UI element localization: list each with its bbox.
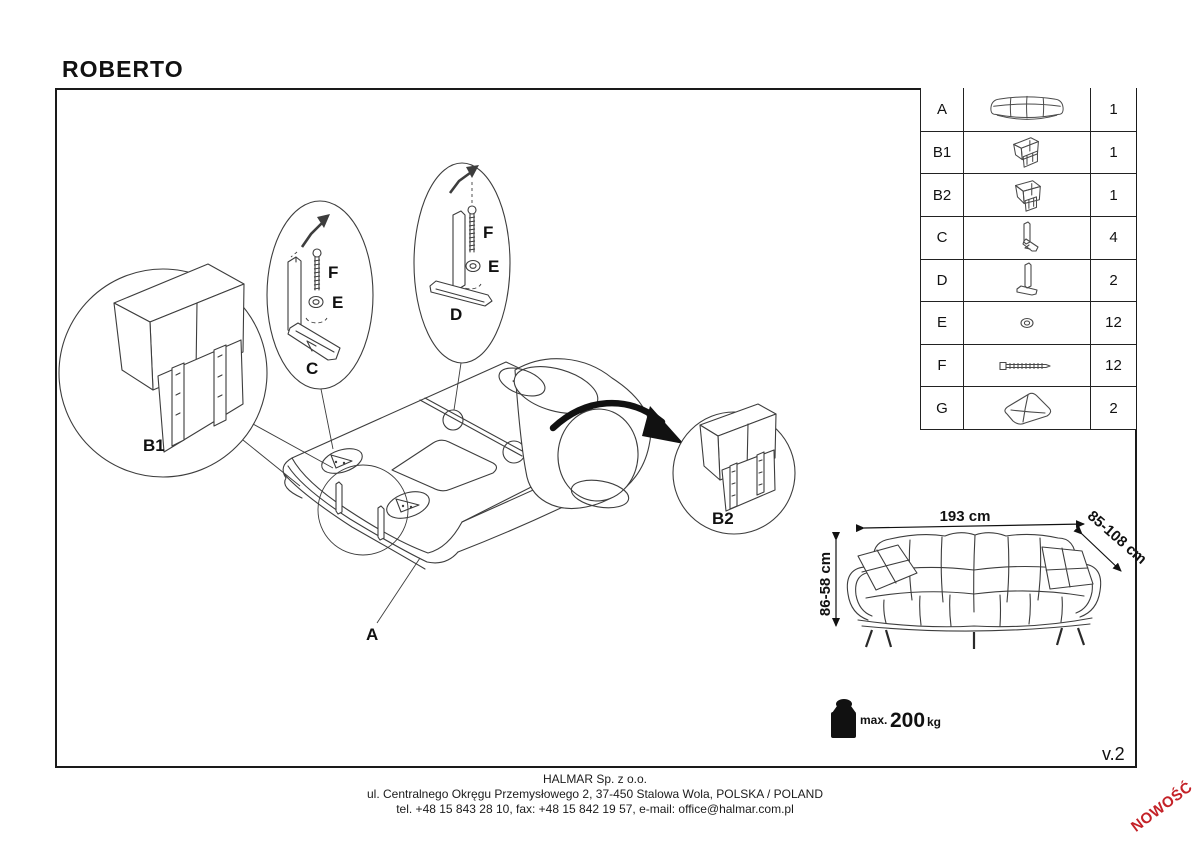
label-f-d: F xyxy=(483,223,493,242)
part-id: B1 xyxy=(921,131,964,174)
part-qty: 1 xyxy=(1109,100,1118,118)
label-a-group: A xyxy=(366,557,421,644)
max-load-label: max. xyxy=(860,713,887,727)
table-row: C 4 xyxy=(921,215,1136,259)
dim-depth: 85-108 cm xyxy=(1084,507,1150,567)
label-e-c: E xyxy=(332,293,343,312)
part-qty: 4 xyxy=(1109,229,1118,247)
part-qty: 1 xyxy=(1109,143,1118,161)
table-row: F 12 xyxy=(921,343,1136,387)
label-d: D xyxy=(450,305,462,324)
callout-b1: B1 xyxy=(58,263,334,487)
backrest-panel-icon xyxy=(964,174,1091,216)
dimension-drawing: 193 cm 86-58 cm 85-108 cm xyxy=(817,507,1150,649)
part-id: D xyxy=(921,259,964,302)
washer-icon xyxy=(964,302,1091,344)
callout-d: F E D xyxy=(413,162,511,411)
table-row: B1 1 xyxy=(921,130,1136,174)
part-qty: 12 xyxy=(1105,314,1122,332)
part-qty: 1 xyxy=(1109,186,1118,204)
label-b2: B2 xyxy=(712,509,734,528)
label-a: A xyxy=(366,625,378,644)
callout-c: F E C xyxy=(266,200,374,450)
part-id: B2 xyxy=(921,174,964,216)
sofa-frame-icon xyxy=(964,88,1091,131)
footer: HALMAR Sp. z o.o. ul. Centralnego Okręgu… xyxy=(0,772,1190,817)
table-row: D 2 xyxy=(921,258,1136,302)
backrest-panel-icon xyxy=(964,131,1091,174)
part-id: F xyxy=(921,344,964,387)
dim-width: 193 cm xyxy=(940,508,991,525)
version-label: v.2 xyxy=(1102,744,1125,764)
page-title: ROBERTO xyxy=(62,56,184,82)
weight-icon xyxy=(831,699,856,738)
part-id: A xyxy=(921,88,964,131)
max-load-value: 200 xyxy=(890,709,925,732)
part-qty: 2 xyxy=(1109,399,1118,417)
fold-direction-arrow xyxy=(549,399,684,444)
parts-table: A 1 B1 1 B2 1 C 4 D xyxy=(920,88,1136,430)
table-row: G 2 xyxy=(921,386,1136,429)
part-id: E xyxy=(921,302,964,344)
footer-company: HALMAR Sp. z o.o. xyxy=(542,772,648,786)
sofa-frame-underside xyxy=(282,358,652,570)
pillow-icon xyxy=(964,387,1091,429)
max-load: max. 200 kg xyxy=(831,699,941,738)
t-leg-icon xyxy=(964,259,1091,302)
table-row: A 1 xyxy=(921,88,1136,131)
label-e-d: E xyxy=(488,257,499,276)
footer-contact: tel. +48 15 843 28 10, fax: +48 15 842 1… xyxy=(396,802,794,816)
l-bracket-leg-icon xyxy=(964,216,1091,259)
part-qty: 12 xyxy=(1105,357,1122,375)
max-load-unit: kg xyxy=(927,715,941,729)
footer-address: ul. Centralnego Okręgu Przemysłowego 2, … xyxy=(366,787,823,801)
label-f-c: F xyxy=(328,263,338,282)
callout-b2: B2 xyxy=(672,403,796,535)
label-c: C xyxy=(306,359,318,378)
table-row: E 12 xyxy=(921,301,1136,344)
label-b1: B1 xyxy=(143,436,165,455)
table-row: B2 1 xyxy=(921,173,1136,216)
part-qty: 2 xyxy=(1109,271,1118,289)
dim-height: 86-58 cm xyxy=(817,552,834,616)
part-id: C xyxy=(921,216,964,259)
part-id: G xyxy=(921,387,964,429)
bolt-icon xyxy=(964,344,1091,387)
